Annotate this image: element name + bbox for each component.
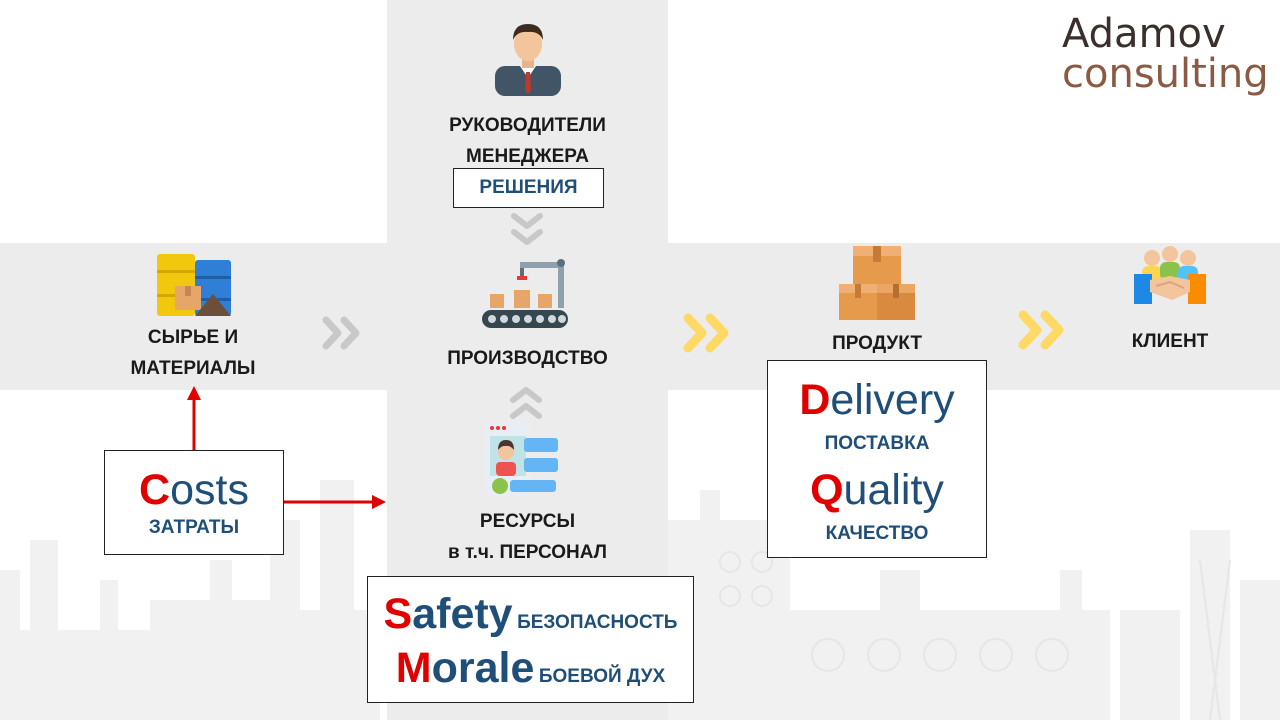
up-chevron-icon — [510, 387, 542, 419]
logo-line1: Adamov — [1062, 11, 1226, 57]
logo-line2: consulting — [1062, 51, 1269, 97]
boxes-icon — [839, 246, 915, 320]
quality-sub: КАЧЕСТВО — [825, 523, 929, 544]
managers-label: РУКОВОДИТЕЛИ МЕНЕДЖЕРА — [387, 110, 668, 172]
costs-box: Costs ЗАТРАТЫ — [104, 450, 284, 555]
safety-initial: S — [383, 590, 413, 638]
costs-to-raw-arrow — [187, 386, 201, 452]
safety-row: Safety БЕЗОПАСНОСТЬ — [368, 591, 693, 637]
raw-label-line1: СЫРЬЕ И — [147, 327, 239, 348]
costs-to-resources-arrow — [284, 495, 386, 509]
quality-title: Quality — [768, 467, 986, 513]
raw-materials-label: СЫРЬЕ И МАТЕРИАЛЫ — [100, 322, 286, 384]
costs-title: Costs — [105, 467, 283, 513]
delivery-quality-box: Delivery ПОСТАВКА Quality КАЧЕСТВО — [767, 360, 987, 558]
resources-label: РЕСУРСЫ в т.ч. ПЕРСОНАЛ — [387, 506, 668, 568]
resources-label-line2: в т.ч. ПЕРСОНАЛ — [447, 542, 608, 563]
personnel-icon — [486, 422, 558, 496]
manager-icon — [495, 24, 561, 96]
safety-sub: БЕЗОПАСНОСТЬ — [517, 612, 678, 633]
morale-rest: orale — [431, 644, 535, 692]
flow-arrow-yellow-icon — [683, 313, 729, 353]
decisions-box: РЕШЕНИЯ — [453, 168, 604, 208]
costs-initial: C — [139, 466, 171, 514]
costs-sub: ЗАТРАТЫ — [148, 517, 240, 538]
client-label: КЛИЕНТ — [1131, 331, 1209, 352]
morale-initial: M — [395, 644, 432, 692]
barrels-icon — [157, 254, 231, 316]
morale-sub: БОЕВОЙ ДУХ — [538, 666, 666, 687]
safety-morale-box: Safety БЕЗОПАСНОСТЬ Morale БОЕВОЙ ДУХ — [367, 576, 694, 703]
managers-label-line1: РУКОВОДИТЕЛИ — [449, 115, 606, 136]
handshake-icon — [1134, 246, 1206, 304]
company-logo: Adamov consulting — [1062, 10, 1269, 97]
delivery-initial: D — [799, 376, 831, 424]
quality-initial: Q — [810, 466, 844, 514]
quality-rest: uality — [843, 466, 944, 514]
decisions-label: РЕШЕНИЯ — [479, 177, 578, 198]
safety-rest: afety — [412, 590, 513, 638]
product-label: ПРОДУКТ — [832, 333, 922, 354]
down-chevron-icon — [511, 213, 543, 245]
delivery-sub: ПОСТАВКА — [824, 433, 930, 454]
factory-background — [0, 480, 1280, 720]
flow-arrow-gray-icon — [322, 316, 360, 350]
delivery-title: Delivery — [768, 377, 986, 423]
conveyor-icon — [482, 259, 568, 328]
resources-label-line1: РЕСУРСЫ — [479, 511, 576, 532]
production-label: ПРОИЗВОДСТВО — [447, 348, 608, 369]
raw-label-line2: МАТЕРИАЛЫ — [130, 358, 256, 379]
flow-arrow-yellow-icon-2 — [1018, 310, 1064, 350]
managers-label-line2: МЕНЕДЖЕРА — [466, 146, 589, 167]
costs-rest: osts — [170, 466, 249, 514]
delivery-rest: elivery — [830, 376, 955, 424]
morale-row: Morale БОЕВОЙ ДУХ — [368, 645, 693, 691]
